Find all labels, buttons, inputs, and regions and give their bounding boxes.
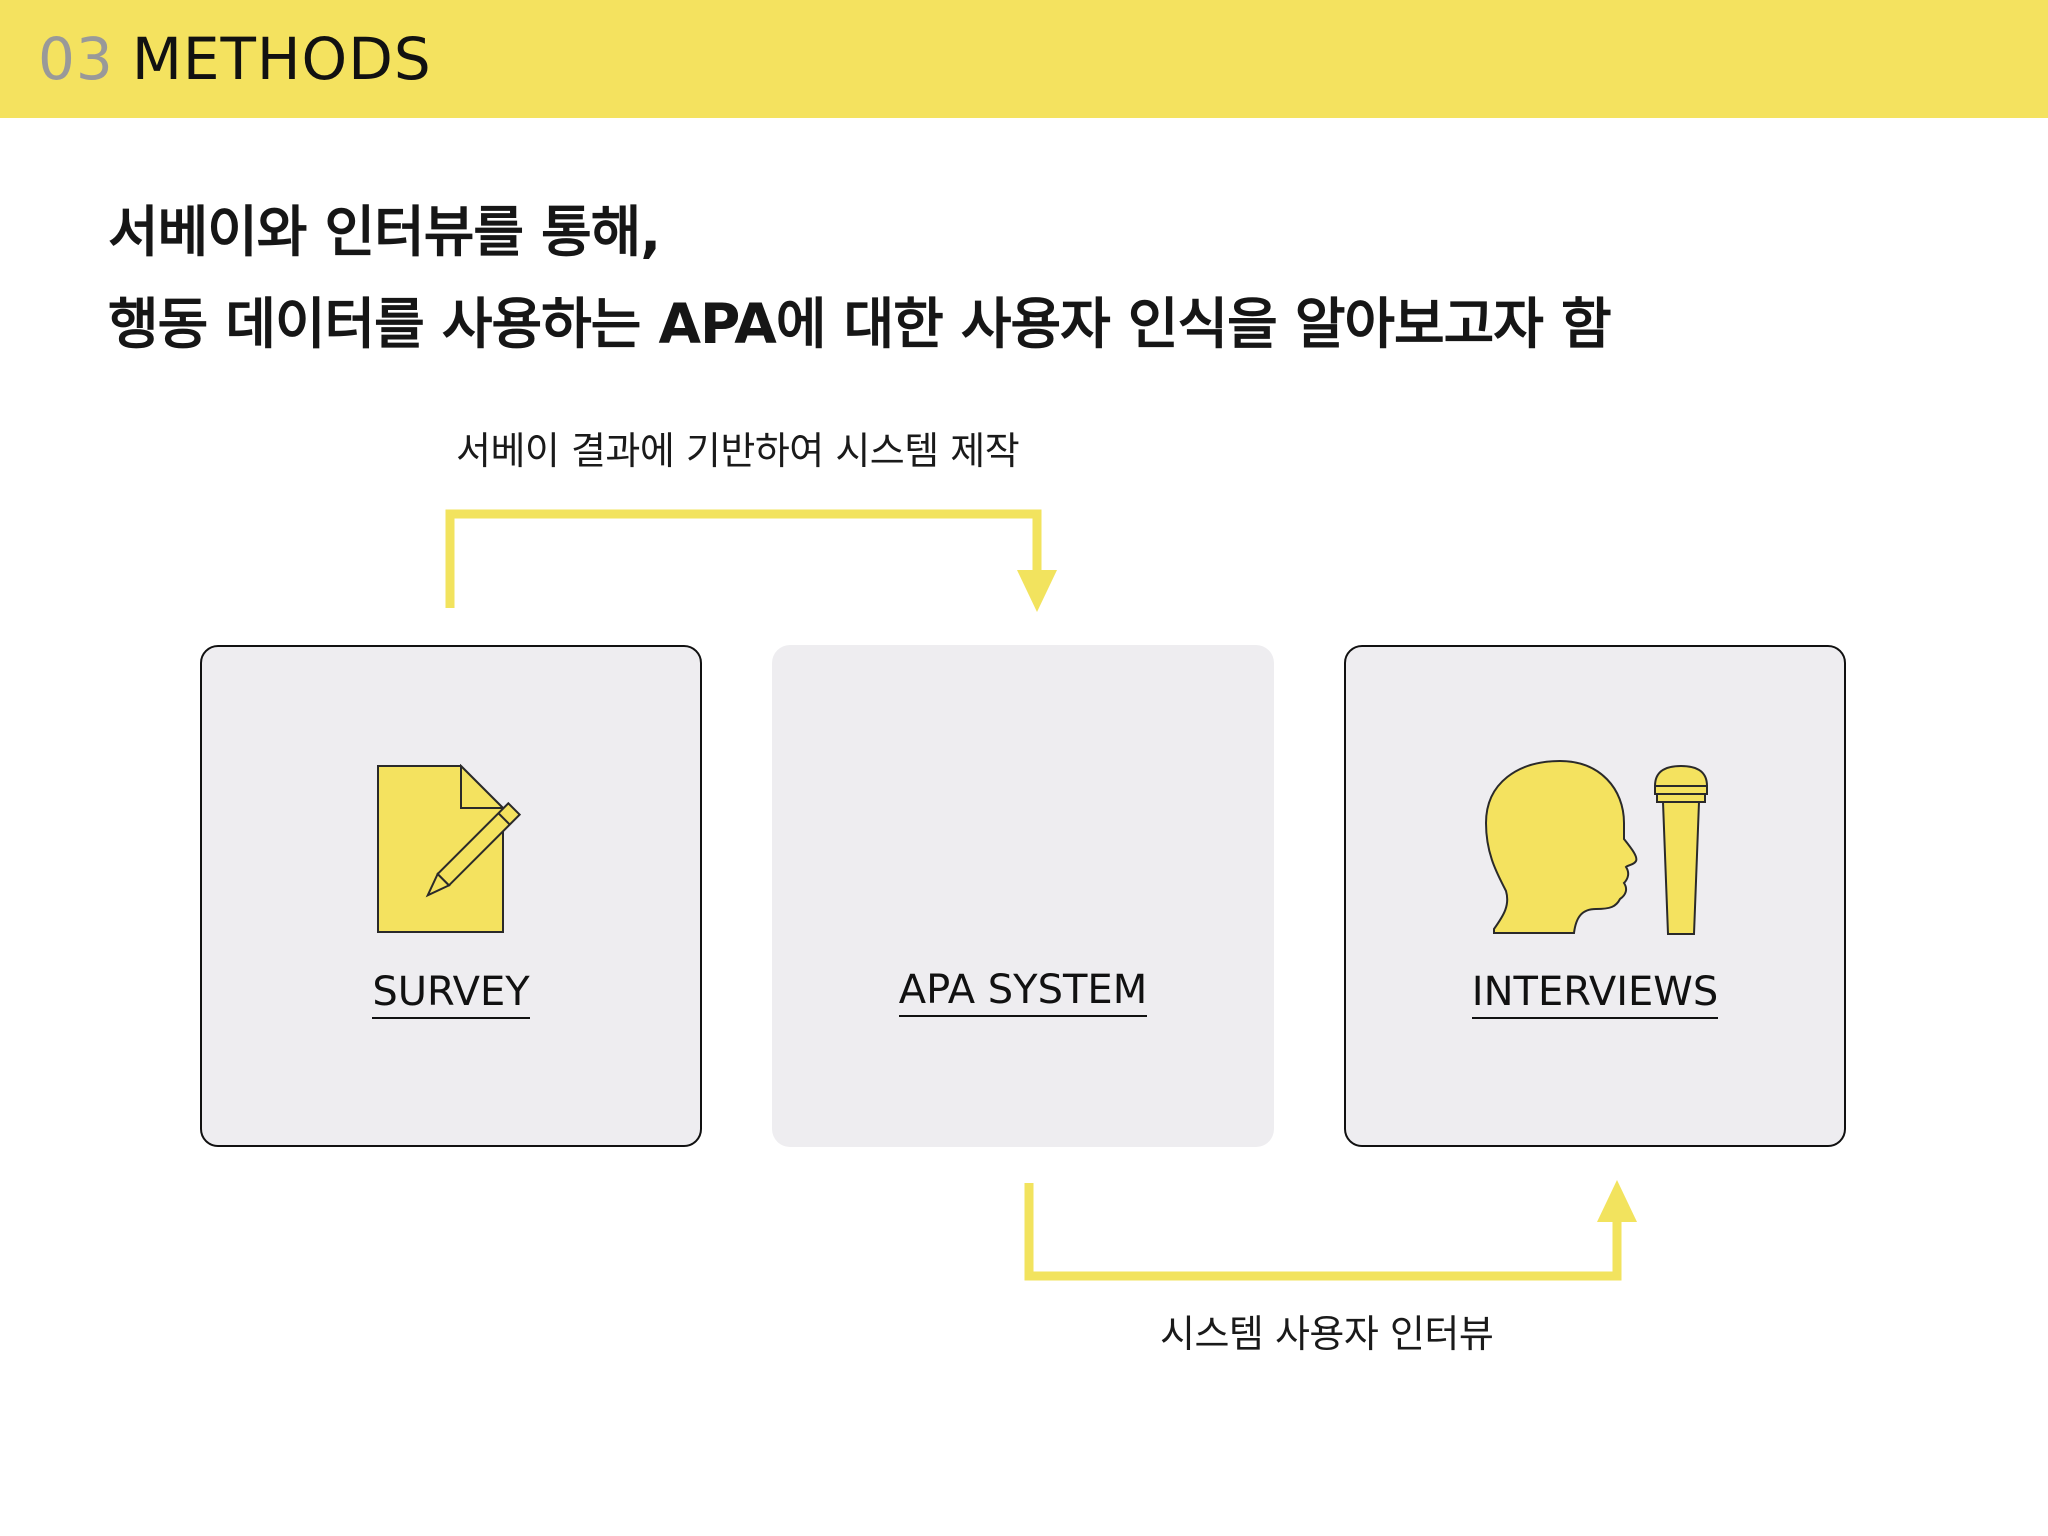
bottom-flow-label: 시스템 사용자 인터뷰 (1160, 1312, 1494, 1356)
header-band (0, 0, 2048, 118)
interviews-card: INTERVIEWS (1344, 645, 1846, 1147)
top-connector-arrow (445, 509, 1057, 612)
bottom-connector-arrow (1024, 1180, 1637, 1281)
section-number: 03 (38, 25, 114, 93)
headline: 서베이와 인터뷰를 통해, 행동 데이터를 사용하는 APA에 대한 사용자 인… (108, 186, 1948, 370)
head-icon (1484, 759, 1638, 934)
top-flow-label: 서베이 결과에 기반하여 시스템 제작 (456, 429, 1020, 473)
survey-card: SURVEY (200, 645, 702, 1147)
headline-line-2: 행동 데이터를 사용하는 APA에 대한 사용자 인식을 알아보고자 함 (108, 292, 1612, 356)
microphone-icon (1653, 764, 1709, 935)
apa-system-card: APA SYSTEM (772, 645, 1274, 1147)
section-name: METHODS (131, 25, 432, 93)
survey-label[interactable]: SURVEY (202, 969, 700, 1019)
headline-line-1: 서베이와 인터뷰를 통해, (108, 200, 661, 264)
document-pencil-icon (377, 764, 522, 933)
apa-system-label[interactable]: APA SYSTEM (772, 967, 1274, 1017)
interviews-label[interactable]: INTERVIEWS (1346, 969, 1844, 1019)
section-title: 03 METHODS (38, 20, 432, 98)
